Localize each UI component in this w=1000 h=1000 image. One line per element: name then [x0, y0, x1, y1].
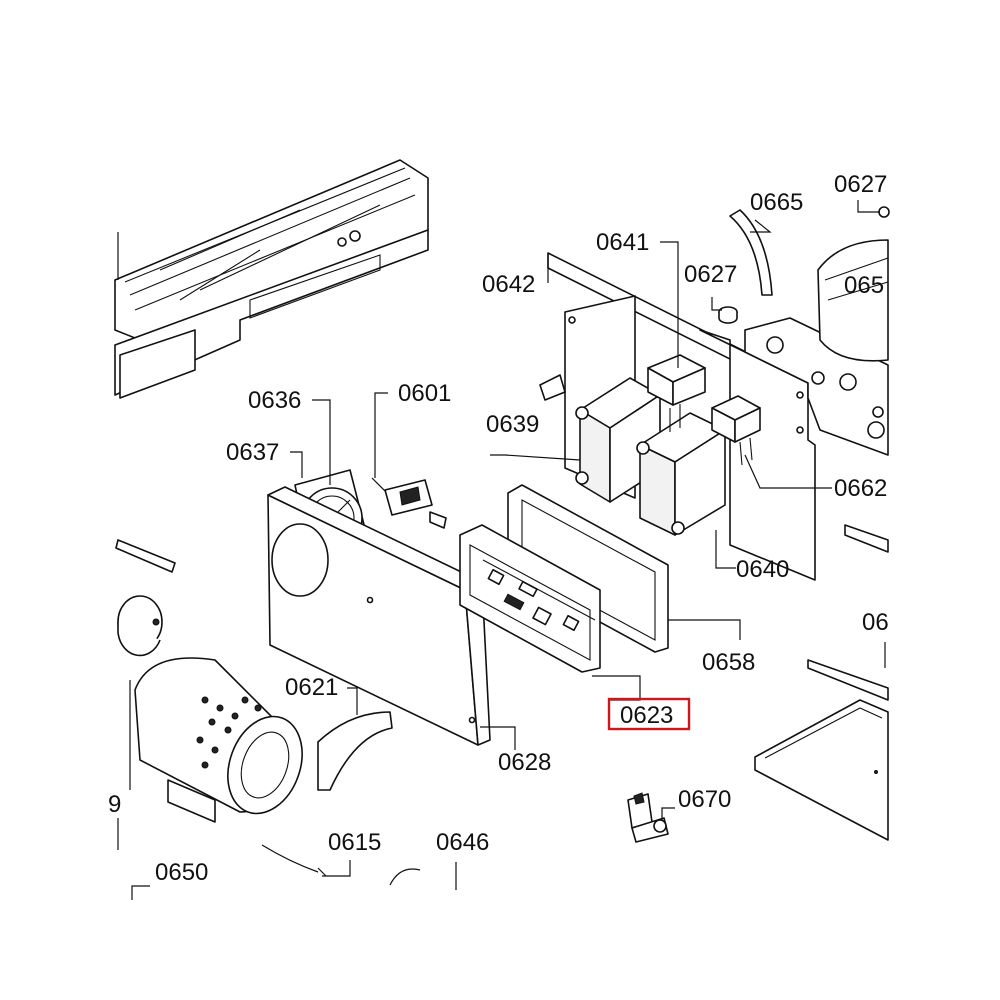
clip-0646 [389, 868, 421, 886]
end-cap [117, 595, 163, 657]
top-rail-assembly [114, 159, 429, 399]
label-0640: 0640 [736, 556, 789, 583]
label-0665: 0665 [750, 189, 803, 216]
label-0628: 0628 [498, 749, 551, 776]
label-0623[interactable]: 0623 [620, 702, 673, 729]
transformer-block-right [636, 412, 726, 536]
pin-rod [115, 539, 176, 573]
label-0639: 0639 [486, 411, 539, 438]
label-0650: 0650 [155, 859, 208, 886]
leader-lines [117, 200, 886, 900]
compressor [817, 206, 890, 362]
label-0670: 0670 [678, 786, 731, 813]
relay-block-0641 [647, 354, 706, 432]
label-06: 06 [862, 609, 889, 636]
label-0627-a: 0627 [684, 261, 737, 288]
switch-0601 [371, 477, 447, 529]
label-0637: 0637 [226, 439, 279, 466]
mounting-plate-0628 [267, 486, 491, 746]
callout-labels: 0642 0641 0627 0665 0627 065 0636 0601 0… [108, 171, 889, 886]
sensor-0615 [261, 844, 327, 877]
relay-block-0662 [711, 395, 761, 466]
hose-0665 [729, 209, 773, 296]
blower-drum [129, 657, 303, 823]
label-0658: 0658 [702, 649, 755, 676]
label-0627-b: 0627 [834, 171, 887, 198]
panel-bottom-right [754, 659, 889, 841]
drum-perforations [196, 696, 262, 769]
label-0642: 0642 [482, 271, 535, 298]
label-0646: 0646 [436, 829, 489, 856]
control-board-0623 [459, 524, 601, 673]
label-0621: 0621 [285, 674, 338, 701]
strip-right [844, 524, 889, 553]
label-9: 9 [108, 791, 121, 818]
highlight-box-0623[interactable] [607, 697, 691, 731]
label-0662: 0662 [834, 475, 887, 502]
nut-0627 [718, 306, 738, 324]
label-0636: 0636 [248, 387, 301, 414]
solenoid-valve [627, 792, 669, 843]
label-065: 065 [844, 272, 884, 299]
label-0641: 0641 [596, 229, 649, 256]
label-0615: 0615 [328, 829, 381, 856]
label-0601: 0601 [398, 380, 451, 407]
bracket-0621 [317, 711, 393, 791]
